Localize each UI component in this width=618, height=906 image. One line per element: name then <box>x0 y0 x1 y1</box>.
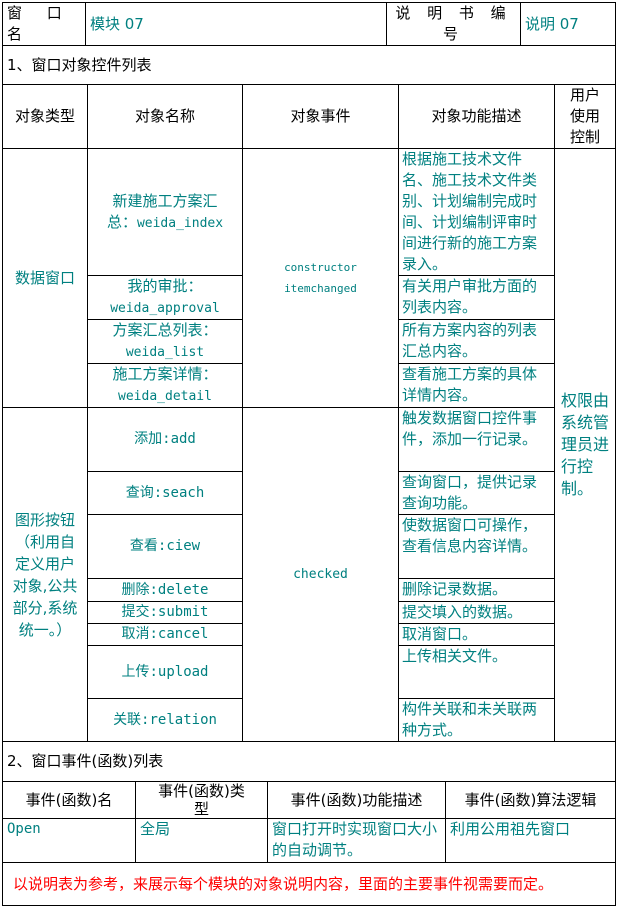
event-description: 窗口打开时实现窗口大小的自动调节。 <box>267 818 446 863</box>
object-description: 触发数据窗口控件事件，添加一行记录。 <box>398 407 555 472</box>
object-name: 上传:upload <box>87 645 243 699</box>
event-checked: checked <box>242 407 399 742</box>
col-header-event-logic: 事件(函数)算法逻辑 <box>445 781 616 819</box>
col-header-object-event: 对象事件 <box>242 84 399 149</box>
object-description: 根据施工技术文件名、施工技术文件类别、计划编制完成时间、计划编制评审时间进行新的… <box>398 148 555 276</box>
object-name: 查询:seach <box>87 471 243 515</box>
col-header-user-control: 用户使用控制 <box>553 84 617 149</box>
object-name: 删除:delete <box>87 578 243 602</box>
object-description: 查看施工方案的具体详情内容。 <box>398 363 555 408</box>
spec-number-value: 说明 07 <box>520 2 616 46</box>
object-description: 上传相关文件。 <box>398 645 555 699</box>
object-description: 使数据窗口可操作，查看信息内容详情。 <box>398 514 555 579</box>
col-header-object-type: 对象类型 <box>2 84 88 149</box>
object-name: 我的审批：weida_approval <box>110 277 220 316</box>
object-events-datawindow: constructor itemchanged <box>242 148 399 408</box>
event-constructor: constructor <box>284 261 357 274</box>
header-table: 窗 口 名 模块 07 说 明 书 编 号 说明 07 <box>2 2 616 46</box>
note-text: 以说明表为参考，来展示每个模块的对象说明内容，里面的主要事件视需要而定。 <box>2 862 616 906</box>
object-description: 有关用户审批方面的列表内容。 <box>398 275 555 320</box>
object-name: 关联:relation <box>87 698 243 742</box>
object-description: 删除记录数据。 <box>398 578 555 602</box>
object-controls-table: 1、窗口对象控件列表 对象类型 对象名称 对象事件 对象功能描述 用户使用控制 … <box>1 45 617 742</box>
col-header-object-name: 对象名称 <box>87 84 243 149</box>
object-name: 方案汇总列表：weida_list <box>112 321 218 360</box>
event-name: Open <box>2 818 136 863</box>
object-description: 所有方案内容的列表汇总内容。 <box>398 319 555 364</box>
section2-title: 2、窗口事件(函数)列表 <box>2 741 616 782</box>
object-type-button: 图形按钮（利用自定义用户对象,公共部分,系统统一。） <box>2 407 88 742</box>
event-type: 全局 <box>135 818 268 863</box>
window-name-value: 模块 07 <box>85 2 387 46</box>
object-description: 提交填入的数据。 <box>398 601 555 624</box>
table-row: Open 全局 窗口打开时实现窗口大小的自动调节。 利用公用祖先窗口 <box>2 818 616 863</box>
object-type-datawindow: 数据窗口 <box>2 148 88 408</box>
object-description: 查询窗口，提供记录查询功能。 <box>398 471 555 515</box>
event-itemchanged: itemchanged <box>284 282 357 295</box>
col-header-event-type: 事件(函数)类型 <box>135 781 268 819</box>
object-name: 取消:cancel <box>87 623 243 646</box>
window-name-label: 窗 口 名 <box>2 2 86 46</box>
events-table: 2、窗口事件(函数)列表 事件(函数)名 事件(函数)类型 事件(函数)功能描述… <box>2 741 616 906</box>
col-header-event-description: 事件(函数)功能描述 <box>267 781 446 819</box>
object-description: 构件关联和未关联两种方式。 <box>398 698 555 742</box>
object-name: 查看:ciew <box>87 514 243 579</box>
col-header-event-name: 事件(函数)名 <box>2 781 136 819</box>
object-description: 取消窗口。 <box>398 623 555 646</box>
object-name: 新建施工方案汇总：weida_index <box>106 191 224 231</box>
section1-title: 1、窗口对象控件列表 <box>1 45 617 85</box>
object-name: 施工方案详情：weida_detail <box>112 365 218 404</box>
col-header-object-description: 对象功能描述 <box>398 84 555 149</box>
user-control-value: 权限由系统管理员进行控制。 <box>553 148 617 742</box>
object-name: 添加:add <box>87 407 243 472</box>
event-logic: 利用公用祖先窗口 <box>445 818 616 863</box>
spec-number-label: 说 明 书 编 号 <box>386 2 521 46</box>
object-name: 提交:submit <box>87 601 243 624</box>
